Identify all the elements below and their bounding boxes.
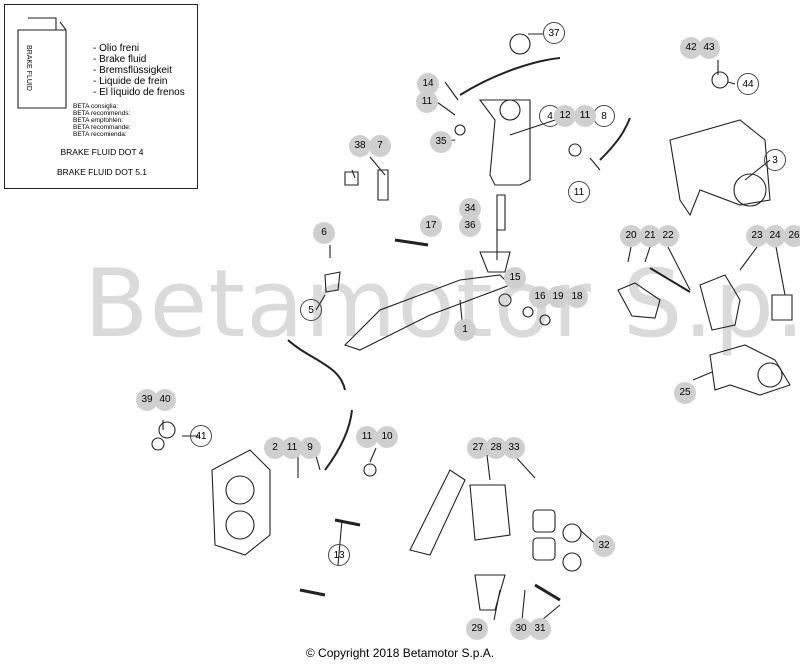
callout: 42 — [680, 37, 702, 59]
callout: 16 — [529, 286, 551, 308]
callout: 28 — [485, 437, 507, 459]
callout: 43 — [698, 37, 720, 59]
callout: 29 — [466, 618, 488, 640]
callout: 22 — [657, 225, 679, 247]
lang-de: - Bremsflüssigkeit — [93, 65, 172, 76]
callout: 11 — [356, 426, 378, 448]
callout: 7 — [369, 135, 391, 157]
callout: 21 — [639, 225, 661, 247]
callout: 41 — [190, 425, 212, 447]
dot4-label: BRAKE FLUID DOT 4 — [60, 147, 144, 157]
callout: 30 — [510, 618, 532, 640]
callout: 8 — [593, 105, 615, 127]
callout: 27 — [467, 437, 489, 459]
lang-fr: - Liquide de frein — [93, 76, 168, 87]
lang-es: - El líquido de frenos — [93, 87, 185, 98]
callout: 33 — [503, 437, 525, 459]
callout: 36 — [459, 215, 481, 237]
callout: 23 — [746, 225, 768, 247]
callout: 9 — [299, 437, 321, 459]
recommend-fr: BETA recommande: — [73, 124, 131, 131]
callout: 34 — [459, 198, 481, 220]
callout: 20 — [620, 225, 642, 247]
recommend-it: BETA consiglia: — [73, 103, 119, 110]
brake-fluid-legend: BRAKE FLUID - Olio freni - Brake fluid -… — [4, 4, 198, 189]
watermark-text: Betamotor S.p.A. — [84, 250, 800, 359]
callout: 5 — [300, 299, 322, 321]
lang-it: - Olio freni — [93, 43, 140, 54]
callout: 37 — [543, 22, 565, 44]
callout: 31 — [529, 618, 551, 640]
callout: 25 — [674, 382, 696, 404]
callout: 11 — [416, 91, 438, 113]
callout: 1 — [454, 319, 476, 341]
callout: 6 — [313, 222, 335, 244]
callout: 26 — [783, 225, 800, 247]
callout: 12 — [554, 105, 576, 127]
recommend-de: BETA empfohlen: — [73, 117, 124, 124]
callout: 13 — [328, 544, 350, 566]
recommend-en: BETA recommends: — [73, 110, 131, 117]
callout: 38 — [349, 135, 371, 157]
copyright-text: © Copyright 2018 Betamotor S.p.A. — [305, 646, 495, 660]
callout: 44 — [737, 73, 759, 95]
callout: 3 — [764, 149, 786, 171]
callout: 11 — [568, 181, 590, 203]
callout: 2 — [264, 437, 286, 459]
callout: 17 — [420, 215, 442, 237]
bottle-label: BRAKE FLUID — [25, 45, 32, 91]
callout: 39 — [136, 389, 158, 411]
callout: 14 — [417, 73, 439, 95]
callout: 35 — [430, 131, 452, 153]
callout: 15 — [504, 267, 526, 289]
recommend-es: BETA recomienda: — [73, 131, 127, 138]
callout: 40 — [154, 389, 176, 411]
callout: 11 — [281, 437, 303, 459]
callout: 32 — [593, 535, 615, 557]
callout: 11 — [574, 105, 596, 127]
dot51-label: BRAKE FLUID DOT 5.1 — [56, 167, 148, 177]
callout: 18 — [566, 286, 588, 308]
callout: 24 — [764, 225, 786, 247]
callout: 19 — [547, 286, 569, 308]
lang-en: - Brake fluid — [93, 54, 147, 65]
callout: 10 — [376, 426, 398, 448]
